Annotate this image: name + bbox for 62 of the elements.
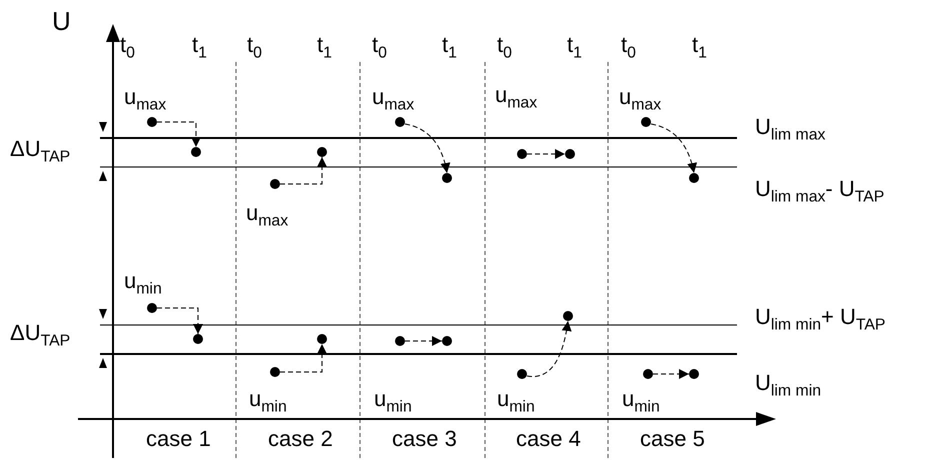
voltage-label: u$_{max}$ bbox=[124, 86, 166, 108]
dashed-arrow bbox=[526, 149, 566, 159]
data-point bbox=[270, 179, 280, 189]
voltage-label: u$_{min}$ bbox=[622, 388, 660, 410]
case-label: case 5 bbox=[640, 428, 705, 450]
time-label: t$_{1}$ bbox=[692, 34, 707, 56]
dashed-arrow bbox=[156, 308, 203, 334]
limit-label: U$_{lim max}$ bbox=[755, 116, 826, 138]
data-point bbox=[270, 367, 280, 377]
data-point bbox=[442, 336, 452, 346]
limit-label: U$_{lim min}$+ U$_{TAP}$ bbox=[755, 306, 886, 328]
data-point bbox=[689, 369, 699, 379]
data-point bbox=[643, 369, 653, 379]
data-point bbox=[147, 117, 157, 127]
data-point bbox=[565, 149, 575, 159]
data-point bbox=[689, 173, 699, 183]
data-point bbox=[147, 303, 157, 313]
limit-label: U$_{lim min}$ bbox=[755, 372, 822, 394]
data-point bbox=[563, 311, 573, 321]
voltage-label: u$_{min}$ bbox=[497, 388, 535, 410]
dashed-arrow bbox=[280, 156, 327, 184]
dashed-arrow bbox=[652, 369, 690, 379]
dashed-arrow bbox=[404, 124, 450, 174]
data-point bbox=[395, 336, 405, 346]
voltage-label: u$_{min}$ bbox=[249, 388, 287, 410]
data-point bbox=[517, 149, 527, 159]
data-point bbox=[517, 369, 527, 379]
time-label: t$_{0}$ bbox=[247, 34, 262, 56]
voltage-label: u$_{max}$ bbox=[495, 84, 538, 106]
time-label: t$_{1}$ bbox=[567, 34, 582, 56]
dashed-arrow bbox=[404, 336, 442, 346]
dimension-label: ΔU$_{TAP}$ bbox=[10, 322, 70, 344]
case-label: case 4 bbox=[516, 428, 581, 450]
limit-label: U$_{lim max}$- U$_{TAP}$ bbox=[755, 178, 884, 200]
data-point bbox=[442, 173, 452, 183]
dashed-arrow bbox=[650, 124, 697, 174]
time-label: t$_{1}$ bbox=[317, 34, 332, 56]
data-point bbox=[317, 334, 327, 344]
voltage-label: u$_{min}$ bbox=[124, 270, 162, 292]
data-point bbox=[395, 117, 405, 127]
axis-label: U bbox=[52, 8, 71, 34]
dashed-arrow bbox=[526, 320, 572, 378]
time-label: t$_{1}$ bbox=[192, 34, 207, 56]
time-label: t$_{1}$ bbox=[442, 34, 457, 56]
case-label: case 1 bbox=[146, 428, 211, 450]
data-point bbox=[191, 147, 201, 157]
voltage-label: u$_{min}$ bbox=[374, 388, 412, 410]
time-label: t$_{0}$ bbox=[120, 34, 135, 56]
time-label: t$_{0}$ bbox=[372, 34, 387, 56]
case-label: case 3 bbox=[392, 428, 457, 450]
dashed-arrow bbox=[156, 122, 201, 148]
data-point bbox=[641, 117, 651, 127]
time-label: t$_{0}$ bbox=[497, 34, 512, 56]
time-label: t$_{0}$ bbox=[621, 34, 636, 56]
data-point bbox=[317, 147, 327, 157]
dashed-arrow bbox=[280, 344, 327, 372]
case-label: case 2 bbox=[268, 428, 333, 450]
dimension-label: ΔU$_{TAP}$ bbox=[10, 138, 70, 160]
voltage-label: u$_{max}$ bbox=[372, 86, 414, 108]
voltage-label: u$_{max}$ bbox=[619, 86, 662, 108]
voltage-label: u$_{max}$ bbox=[246, 202, 288, 224]
data-point bbox=[193, 334, 203, 344]
